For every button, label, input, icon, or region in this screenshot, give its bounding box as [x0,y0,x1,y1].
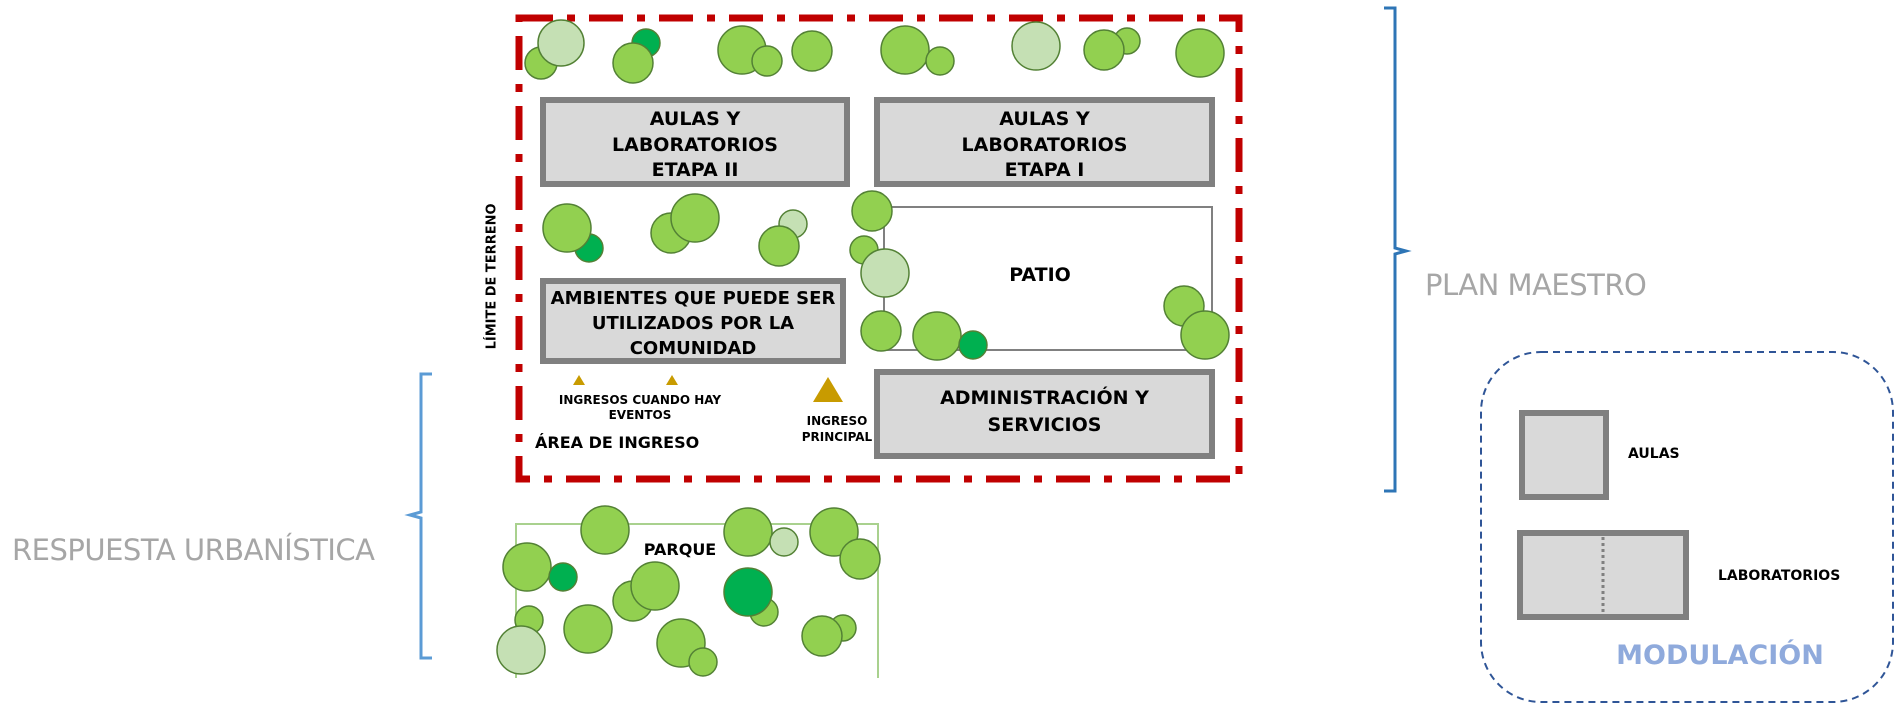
tree [851,190,893,232]
tree [537,19,585,67]
tree [723,507,773,557]
tree [791,30,833,72]
parque-label: PARQUE [643,540,717,559]
tree [958,330,988,360]
respuesta-urbanistica-bracket [404,372,432,660]
tree [1175,28,1225,78]
entrance-triangle-main [813,377,843,402]
tree [630,561,680,611]
legend-aulas-module [1519,410,1609,500]
administracion-label: ADMINISTRACIÓN Y SERVICIOS [940,387,1149,436]
tree [1083,29,1125,71]
aulas-etapa-2-label: AULAS Y LABORATORIOS ETAPA II [612,108,778,182]
respuesta-urbanistica-title: RESPUESTA URBANÍSTICA [12,533,375,567]
tree [496,625,546,675]
tree [860,310,902,352]
modulacion-legend-border [1480,351,1894,703]
entrance-triangle-small-1 [573,375,585,385]
block-aulas-etapa-1 [874,97,1215,187]
tree [839,538,881,580]
ingreso-principal-label: INGRESO PRINCIPAL [801,414,873,445]
park-border [515,523,879,678]
tree [723,567,773,617]
area-ingreso-label: ÁREA DE INGRESO [535,433,700,452]
tree [670,193,720,243]
tree [563,604,613,654]
tree [880,25,930,75]
trees [496,19,1230,677]
tree [860,248,910,298]
legend-aulas-label: AULAS [1628,446,1680,462]
limit-label: LÍMITE DE TERRENO [484,203,500,350]
tree [925,46,955,76]
site-limit-border [515,14,1243,483]
plan-maestro-bracket [1384,6,1412,493]
tree [801,615,843,657]
legend-laboratorios-label: LABORATORIOS [1718,568,1841,584]
tree [502,542,552,592]
modulacion-title: MODULACIÓN [1616,640,1824,671]
patio-label: PATIO [1009,264,1071,286]
tree [542,203,592,253]
tree [1180,310,1230,360]
comunidad-label: AMBIENTES QUE PUEDE SER UTILIZADOS POR L… [550,288,836,360]
block-comunidad [540,278,846,364]
ingresos-eventos-label: INGRESOS CUANDO HAY EVENTOS [558,393,722,422]
tree [688,647,718,677]
entrance-triangle-small-2 [666,375,678,385]
tree [758,225,800,267]
block-administracion [874,369,1215,459]
tree [912,311,962,361]
block-aulas-etapa-2 [540,97,850,187]
tree [769,527,799,557]
tree [612,42,654,84]
plan-maestro-title: PLAN MAESTRO [1425,268,1647,302]
tree [751,45,783,77]
tree [548,562,578,592]
tree [580,505,630,555]
tree [1011,21,1061,71]
aulas-etapa-1-label: AULAS Y LABORATORIOS ETAPA I [961,108,1128,182]
